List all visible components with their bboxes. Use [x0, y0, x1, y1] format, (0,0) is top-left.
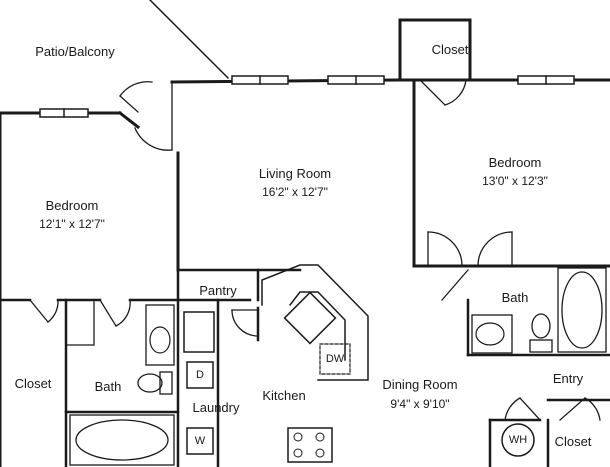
closet-entry-label: Closet: [554, 434, 592, 449]
pantry-label: Pantry: [199, 283, 237, 298]
kitchen-counter: [261, 264, 369, 381]
closet-top-label: Closet: [431, 42, 469, 57]
tub-right: [557, 267, 607, 353]
water-heater: [501, 423, 535, 457]
laundry-label: Laundry: [192, 400, 240, 415]
kitchen-label: Kitchen: [262, 388, 306, 403]
toilet-left: [137, 371, 173, 395]
dining-room-size: 9'4" x 9'10": [390, 397, 450, 411]
living-room-label: Living Room: [258, 166, 332, 181]
interior-walls: [0, 268, 610, 467]
washer: [186, 427, 214, 455]
toilet-right: [529, 313, 553, 353]
dryer-tag: D: [196, 369, 204, 381]
stove: [287, 427, 333, 463]
washer-tag: W: [194, 435, 206, 447]
bedroom-right-label: Bedroom: [488, 155, 542, 170]
closet-left-label: Closet: [14, 376, 52, 391]
living-room-size: 16'2" x 12'7": [262, 185, 328, 199]
dishwasher-tag: DW: [325, 353, 345, 365]
bedroom-left-label: Bedroom: [45, 198, 99, 213]
tub-left: [69, 414, 175, 466]
dining-room-label: Dining Room: [382, 377, 458, 392]
bath-left-label: Bath: [94, 379, 122, 394]
patio-label: Patio/Balcony: [35, 44, 115, 59]
windows: [39, 75, 575, 118]
bath-right-label: Bath: [501, 290, 529, 305]
bedroom-right-size: 13'0" x 12'3": [482, 174, 548, 188]
water-heater-tag: WH: [508, 434, 528, 446]
dishwasher: [319, 343, 351, 375]
vanity-right: [471, 314, 513, 354]
vanity-left: [145, 304, 175, 366]
refrigerator: [183, 311, 215, 353]
bedroom-left-size: 12'1" x 12'7": [39, 217, 105, 231]
door-swings: [29, 79, 601, 421]
entry-label: Entry: [552, 371, 584, 386]
patio-railing: [148, 0, 230, 80]
dryer: [186, 361, 214, 389]
